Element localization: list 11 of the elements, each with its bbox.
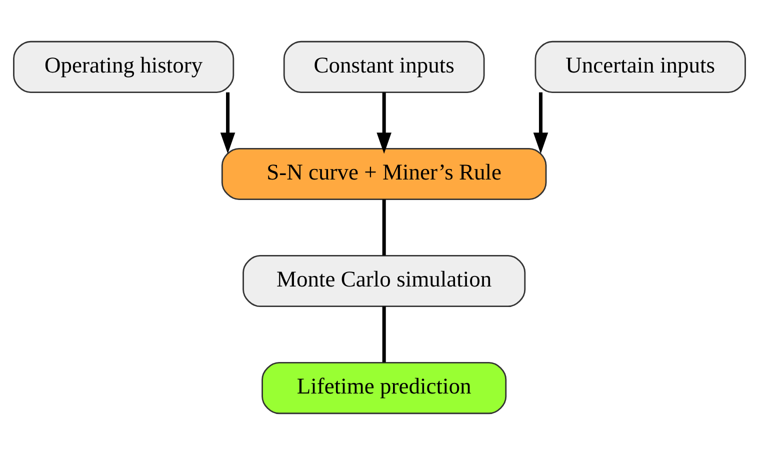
node-box: S-N curve + Miner’s Rule [221,148,547,200]
node-box: Lifetime prediction [262,362,507,414]
node-box: Uncertain inputs [534,40,746,94]
arrow [220,92,236,154]
node-box: Monte Carlo simulation [242,254,526,308]
node-box: Operating history [13,40,234,94]
node-box: Constant inputs [283,40,485,94]
arrow [376,92,392,154]
arrow [533,92,548,154]
connector [382,306,386,362]
connector [382,199,386,256]
